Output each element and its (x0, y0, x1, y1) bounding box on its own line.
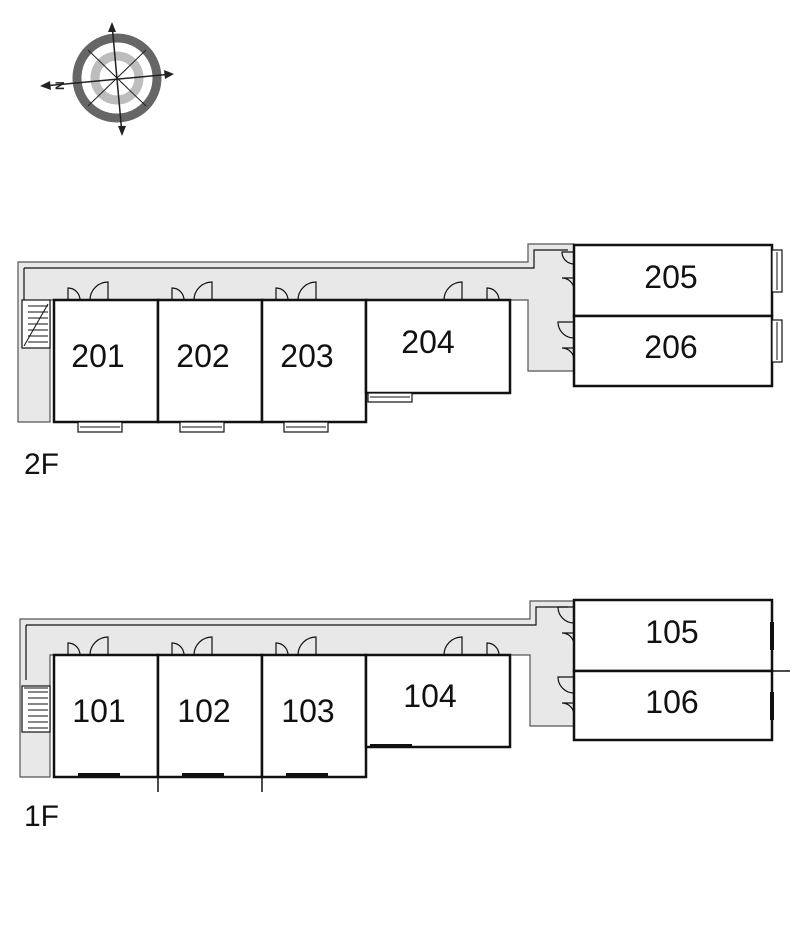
door-icon (275, 287, 289, 301)
compass-arrow-down (118, 126, 126, 136)
door-icon (557, 676, 575, 694)
doors-2f (67, 251, 575, 361)
floor-label-1f: 1F (24, 800, 59, 833)
door-icon (561, 277, 575, 291)
compass-outer-ring (72, 33, 162, 123)
door-icon (171, 287, 185, 301)
floor-label-2f: 2F (24, 448, 59, 481)
room-label-206: 206 (644, 329, 697, 365)
room-label-104: 104 (403, 678, 456, 714)
door-icon (193, 281, 213, 301)
door-icon (193, 636, 213, 656)
corridor-1f-inner-rail (26, 606, 568, 626)
door-icon (171, 642, 185, 656)
door-icon (561, 347, 575, 361)
compass-arrow-north (40, 81, 51, 90)
door-icon (443, 281, 463, 301)
floor-1f-plan: 101 102 103 104 105 106 1F (19, 598, 790, 833)
compass-arrow-up (108, 22, 116, 32)
compass-north-letter: N (53, 81, 67, 90)
compass-inner-ring (90, 51, 144, 105)
door-icon (89, 636, 109, 656)
room-106 (572, 669, 774, 742)
room-101 (52, 653, 160, 779)
room-label-102: 102 (177, 693, 230, 729)
room-label-205: 205 (644, 259, 697, 295)
room-label-103: 103 (281, 693, 334, 729)
room-201 (52, 298, 160, 424)
room-label-105: 105 (645, 614, 698, 650)
room-206 (572, 314, 774, 388)
door-icon (275, 642, 289, 656)
door-icon (561, 632, 575, 646)
room-label-202: 202 (176, 338, 229, 374)
door-icon (557, 606, 575, 624)
compass-axis-diagonal-2 (87, 49, 147, 107)
floor-2f-plan: 201 202 203 204 205 206 2F (17, 243, 783, 481)
door-icon (557, 321, 575, 339)
door-icon (561, 702, 575, 716)
room-204 (364, 298, 512, 395)
door-icon (297, 281, 317, 301)
door-icon (67, 287, 81, 301)
windows-1f (78, 622, 790, 792)
compass: N (40, 22, 174, 136)
room-label-101: 101 (72, 693, 125, 729)
room-label-204: 204 (401, 324, 454, 360)
doors-1f (67, 606, 575, 716)
stairs-1f (21, 685, 51, 733)
room-104 (364, 653, 512, 749)
room-label-106: 106 (645, 684, 698, 720)
corridor-2f-inner-rail (24, 249, 568, 269)
door-icon (561, 251, 575, 265)
door-icon (297, 636, 317, 656)
door-icon (486, 642, 500, 656)
compass-arrow-right (164, 70, 174, 79)
door-icon (443, 636, 463, 656)
room-label-201: 201 (71, 338, 124, 374)
door-icon (486, 287, 500, 301)
windows-2f (77, 249, 783, 433)
room-label-203: 203 (280, 338, 333, 374)
stairs-2f (21, 299, 51, 349)
room-202 (156, 298, 264, 424)
door-icon (89, 281, 109, 301)
compass-axis-horizontal (43, 73, 173, 87)
door-icon (67, 642, 81, 656)
